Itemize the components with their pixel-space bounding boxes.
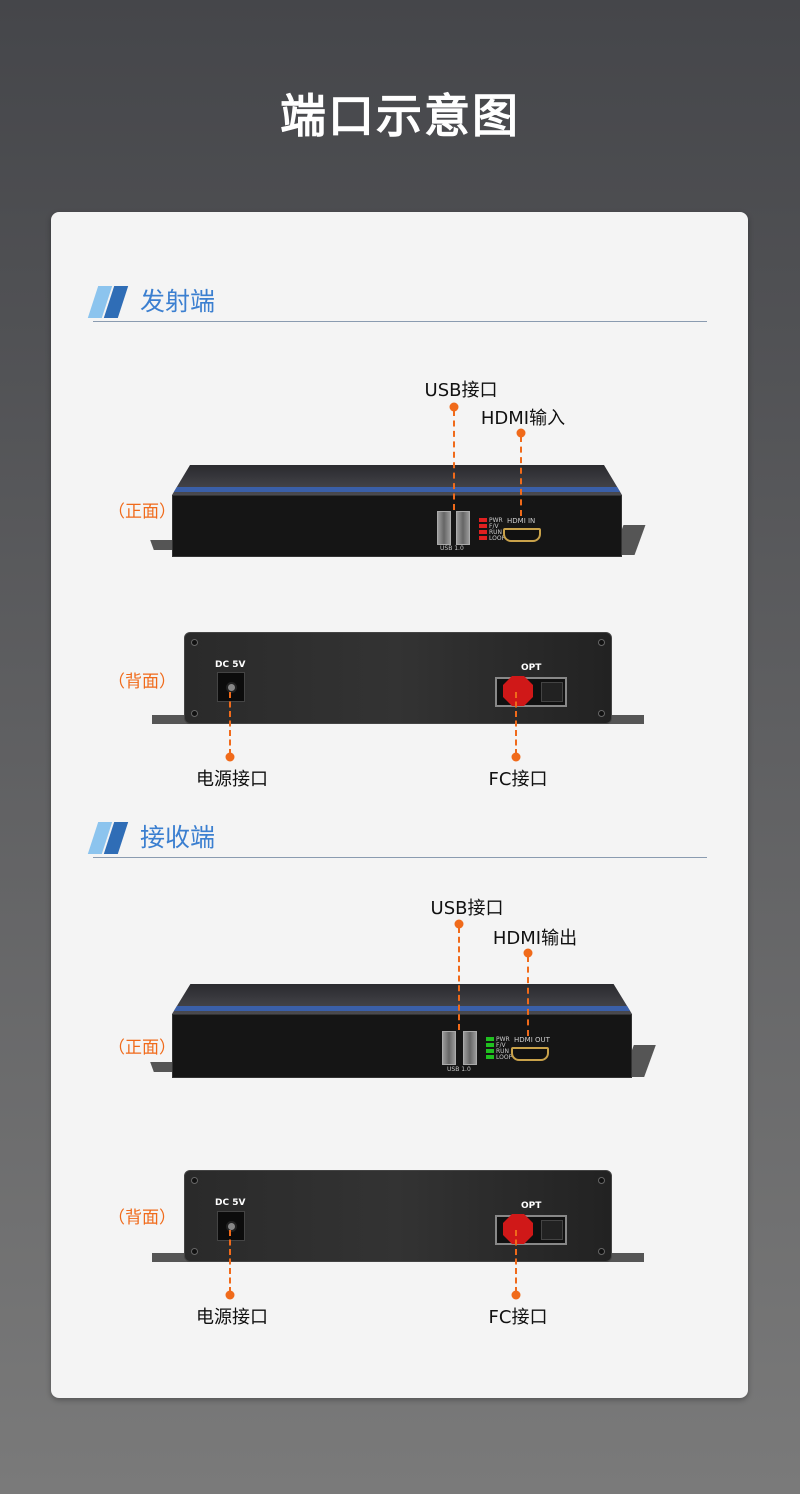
section-header-receiver: 接收端: [87, 818, 707, 858]
hdmi-callout: HDMI输出: [492, 928, 578, 949]
callout-line: [515, 1230, 517, 1293]
power-callout: 电源接口: [196, 1307, 268, 1328]
opt-label: OPT: [521, 663, 542, 673]
callout-line: [515, 692, 517, 755]
fc-callout: FC接口: [488, 769, 548, 790]
back-label: （背面）: [108, 672, 176, 692]
hdmi-out-port: [511, 1047, 549, 1061]
callout-dot: [225, 752, 235, 762]
section-title: 发射端: [140, 287, 216, 316]
callout-dot: [523, 948, 533, 958]
callout-line: [229, 1230, 231, 1293]
fc-optical-port: [495, 676, 567, 707]
power-callout: 电源接口: [196, 769, 268, 790]
usb-port-1: [442, 1031, 456, 1065]
receiver-back-panel: DC 5V OPT: [184, 1170, 612, 1262]
usb-label: USB 1.0: [440, 545, 464, 552]
page-title: 端口示意图: [280, 89, 520, 143]
front-label: （正面）: [108, 502, 176, 522]
callout-dot: [511, 1290, 521, 1300]
dc-power-jack: [217, 672, 245, 702]
fc-callout: FC接口: [488, 1307, 548, 1328]
callout-line: [520, 436, 522, 516]
callout-dot: [454, 919, 464, 929]
hdmi-in-port: [503, 528, 541, 542]
led-group: PWR F/V RUN LOOP: [479, 518, 505, 542]
usb-callout: USB接口: [424, 380, 498, 401]
receiver-front-panel: USB 1.0 PWR F/V RUN LOOP HDMI OUT: [172, 1014, 632, 1078]
hdmi-callout: HDMI输入: [480, 408, 566, 429]
led-group: PWR F/V RUN LOOP: [486, 1037, 512, 1061]
dc-label: DC 5V: [215, 1198, 246, 1208]
dc-power-jack: [217, 1211, 245, 1241]
opt-label: OPT: [521, 1201, 542, 1211]
device-top: [172, 984, 632, 1014]
fc-optical-port: [495, 1214, 567, 1245]
callout-dot: [511, 752, 521, 762]
transmitter-front-panel: USB 1.0 PWR F/V RUN LOOP HDMI IN: [172, 495, 622, 557]
usb-callout: USB接口: [430, 898, 504, 919]
usb-port-1: [437, 511, 451, 545]
dc-label: DC 5V: [215, 660, 246, 670]
section-title: 接收端: [140, 823, 216, 852]
usb-port-2: [456, 511, 470, 545]
usb-label: USB 1.0: [447, 1066, 471, 1073]
device-top: [172, 465, 622, 495]
callout-dot: [225, 1290, 235, 1300]
callout-dot: [449, 402, 459, 412]
hdmi-port-label: HDMI OUT: [514, 1036, 550, 1044]
callout-line: [527, 956, 529, 1036]
transmitter-back-panel: DC 5V OPT: [184, 632, 612, 724]
front-label: （正面）: [108, 1038, 176, 1058]
callout-dot: [516, 428, 526, 438]
callout-line: [458, 927, 460, 1030]
usb-port-2: [463, 1031, 477, 1065]
section-header-transmitter: 发射端: [87, 282, 707, 322]
hdmi-port-label: HDMI IN: [507, 517, 536, 525]
callout-line: [229, 692, 231, 755]
back-label: （背面）: [108, 1208, 176, 1228]
callout-line: [453, 410, 455, 510]
